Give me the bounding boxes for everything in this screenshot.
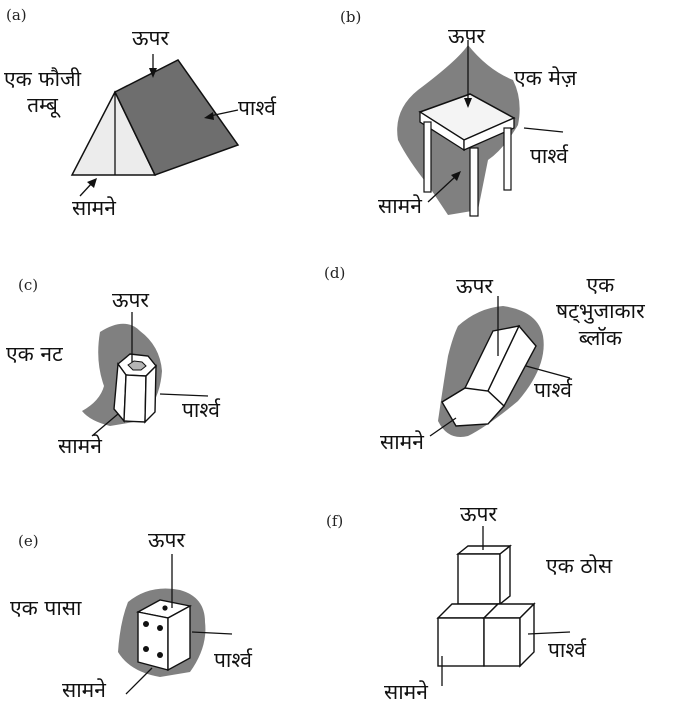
tent-figure [70,54,240,197]
table-leg-back-right [503,127,512,191]
arrow-front-line [79,182,93,197]
solid-name-label: एक ठोस [546,554,613,578]
arrow-side-line [191,631,233,635]
top-label: ऊपर [148,528,186,552]
panel-label: (e) [18,532,39,550]
hex-block-figure [429,296,571,437]
panel-f-solid: (f) एक ठोस ऊपर पार्श्व सामने [326,472,676,709]
arrow-side-head [204,112,214,120]
lower-right-side [519,602,535,668]
die-pip [162,605,168,611]
front-label: सामने [384,680,428,704]
arrow-front-line [91,413,119,437]
die-front-face [137,611,169,671]
table-leg-front-right [469,147,479,217]
front-label: सामने [62,678,106,702]
arrow-top-head [464,98,472,108]
side-label: पार्श्व [534,378,572,402]
arrow-front-line [125,667,153,695]
lower-left-front [437,617,485,667]
solid-figure [436,526,571,686]
tent-name-label: एक फौजी तम्बू [4,67,82,118]
panel-a-tent: (a) एक फौजी तम्बू ऊपर पार्श्व सामने [0,0,338,236]
top-label: ऊपर [112,288,150,312]
top-label: ऊपर [132,26,170,50]
panel-label: (b) [340,8,362,26]
arrow-side-line [525,365,571,379]
panel-b-table: (b) एक मेज़ ऊपर पार्श्व सामने [338,0,676,236]
table-name-label: एक मेज़ [514,66,577,90]
nut-figure [82,312,209,437]
panel-c-nut: (c) एक नट ऊपर पार्श्व सामने [0,236,338,472]
arrow-side-line [209,109,239,117]
arrow-side-line [159,393,209,397]
front-label: सामने [58,434,102,458]
front-label: सामने [378,194,422,218]
panel-e-die: (e) एक पासा ऊपर पार्श्व सामने [0,472,338,709]
top-label: ऊपर [456,274,494,298]
die-pip [157,652,163,658]
hex-block-edge [441,387,466,403]
side-label: पार्श्व [182,398,220,422]
panel-label: (d) [324,264,346,282]
die-pip [157,625,163,631]
table-top-edge-side [463,117,515,151]
top-label: ऊपर [448,24,486,48]
panel-label: (f) [326,512,344,530]
table-leg-front-left [423,121,432,193]
die-side-face [167,604,191,672]
tent-side-face [114,59,240,176]
side-label: पार्श्व [530,144,568,168]
die-pip [143,621,149,627]
side-label: पार्श्व [214,648,252,672]
side-label: पार्श्व [238,96,276,120]
panel-d-hex-block: (d) एक षट्भुजाकार ब्लॉक ऊपर पार्श्व सामन… [324,236,676,472]
front-label: सामने [72,196,116,220]
nut-side-face [144,364,157,424]
nut-name-label: एक नट [6,342,63,366]
arrow-side-line [527,631,571,635]
arrow-front-head [87,178,97,188]
die-name-label: एक पासा [10,596,82,620]
arrow-front-line [429,417,457,437]
front-label: सामने [380,430,424,454]
panel-label: (c) [18,276,39,294]
arrow-front-head [451,171,461,181]
upper-cube-front [457,553,501,605]
nut-hole [127,360,147,371]
panel-label: (a) [6,6,27,24]
table-figure [397,40,564,217]
die-figure [118,554,233,695]
top-label: ऊपर [460,502,498,526]
lower-right-front [483,617,521,667]
nut-mid-face [123,374,147,423]
hex-block-name-label: एक षट्भुजाकार ब्लॉक [556,273,645,350]
arrow-front-line [427,175,457,203]
side-label: पार्श्व [548,638,586,662]
upper-cube-side [499,544,511,606]
die-pip [143,646,149,652]
arrow-side-line [523,127,564,133]
arrow-top-head [149,68,157,78]
